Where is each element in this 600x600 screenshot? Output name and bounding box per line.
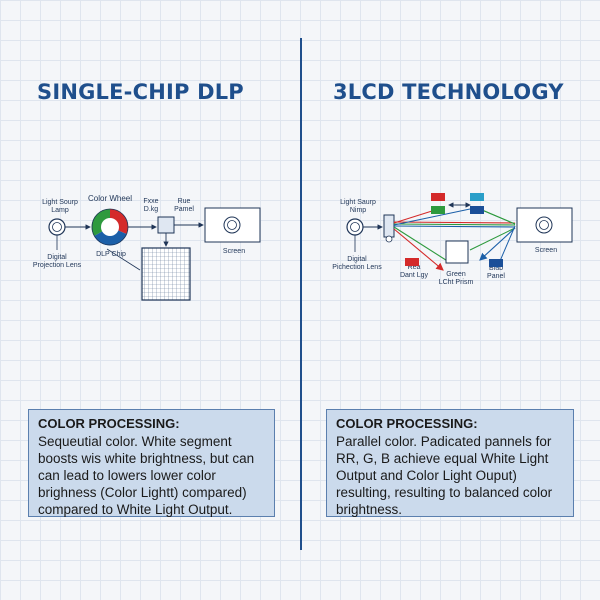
lcd-red-label-1: Rea [408,264,421,271]
dlp-panel [157,216,175,234]
lcd-splitter-knob [385,235,393,243]
lcd-box-body: Parallel color. Padicated pannels for RR… [336,434,553,517]
dlp-lens-label-2: Projection Lens [33,262,82,269]
dlp-chip-leader [106,248,141,271]
lcd-red-panel [405,258,419,266]
dlp-diagram: Light Sourp Lamp Color Wheel Fxxe D.kg R… [33,194,261,301]
lcd-light-source-label-2: Nimp [350,207,366,214]
dlp-light-source-label-1: Light Sourp [42,199,78,206]
dlp-color-processing-box: COLOR PROCESSING: Sequeutial color. Whit… [28,409,275,517]
dlp-rue-panel-label-2: Pamel [174,206,194,213]
dlp-screen [204,207,261,243]
lcd-top-green-square [431,206,445,214]
lcd-lens-label-1: Digital [347,256,367,263]
lcd-lamp-icon [346,218,364,236]
dlp-fxxe-label-2: D.kg [144,206,159,213]
lcd-prism-label-2: LCht Prism [439,279,474,286]
dlp-title: SINGLE-CHIP DLP [37,80,244,104]
lcd-light-source-label-1: Light Saurp [340,199,376,206]
lcd-screen-label: Screen [535,247,557,254]
dlp-chip [141,247,191,301]
lcd-box-heading: COLOR PROCESSING: [336,416,478,431]
lcd-color-processing-box: COLOR PROCESSING: Parallel color. Padica… [326,409,574,517]
lcd-blue-label-2: Panel [487,273,505,280]
dlp-chip-label: DLP Chip [96,251,126,258]
dlp-screen-label: Screen [223,248,245,255]
color-wheel-icon [91,208,129,246]
dlp-lamp-icon [48,218,66,236]
lcd-title: 3LCD TECHNOLOGY [333,80,564,104]
center-divider [300,38,302,550]
lcd-top-cyan-square [470,193,484,201]
dlp-screen-lens-icon [223,216,241,234]
dlp-box-heading: COLOR PROCESSING: [38,416,180,431]
lcd-prism-label-1: Green [446,271,466,278]
lcd-screen [516,207,573,243]
dlp-light-source-label-2: Lamp [51,207,69,214]
lcd-splitter [383,214,395,238]
lcd-top-blue-square [470,206,484,214]
dlp-lens-label-1: Digital [47,254,67,261]
lcd-top-red-square [431,193,445,201]
lcd-lens-label-2: Pichection Lens [332,264,382,271]
lcd-diagram: Light Saurp Nimp Screen Digital Pichecti… [332,193,573,286]
lcd-screen-lens-icon [535,216,553,234]
dlp-box-body: Sequeutial color. White segment boosts w… [38,434,255,517]
lcd-blue-label-1: Blub [489,265,503,272]
dlp-fxxe-label-1: Fxxe [143,198,158,205]
dlp-color-wheel-label: Color Wheel [88,194,132,203]
lcd-blue-panel [489,259,503,267]
lcd-prism [445,240,469,264]
dlp-rue-panel-label-1: Rue [178,198,191,205]
lcd-red-label-2: Dant Lgy [400,272,429,279]
